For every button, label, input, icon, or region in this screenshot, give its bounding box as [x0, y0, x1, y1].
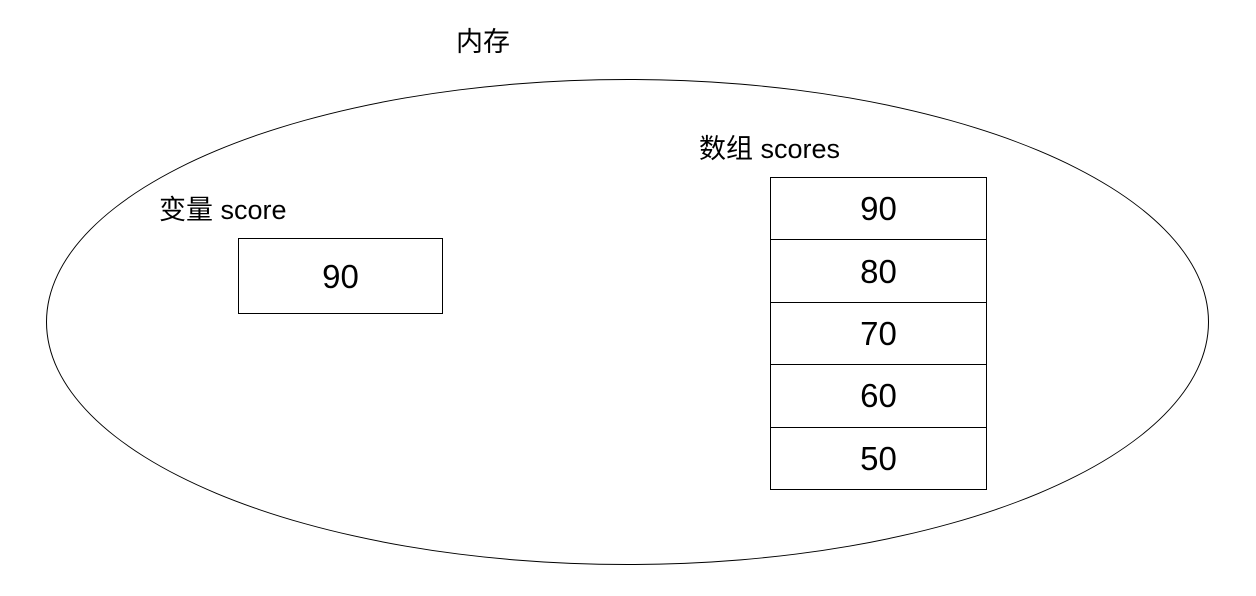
array-label: 数组 scores — [699, 134, 841, 164]
array-cell-value: 60 — [860, 377, 897, 415]
array-cell-value: 50 — [860, 439, 897, 477]
array-cell: 80 — [771, 240, 986, 303]
array-cell: 60 — [771, 365, 986, 428]
variable-box: 90 — [238, 238, 443, 314]
array-cell-value: 90 — [860, 190, 897, 228]
variable-value: 90 — [322, 257, 359, 295]
array-box: 90 80 70 60 50 — [770, 177, 987, 490]
array-cell-value: 80 — [860, 252, 897, 290]
variable-label: 变量 score — [159, 195, 287, 225]
diagram-title: 内存 — [456, 27, 510, 57]
memory-boundary-ellipse — [46, 79, 1209, 565]
array-cell: 70 — [771, 303, 986, 366]
array-cell: 90 — [771, 178, 986, 241]
array-cell-value: 70 — [860, 315, 897, 353]
array-cell: 50 — [771, 428, 986, 489]
